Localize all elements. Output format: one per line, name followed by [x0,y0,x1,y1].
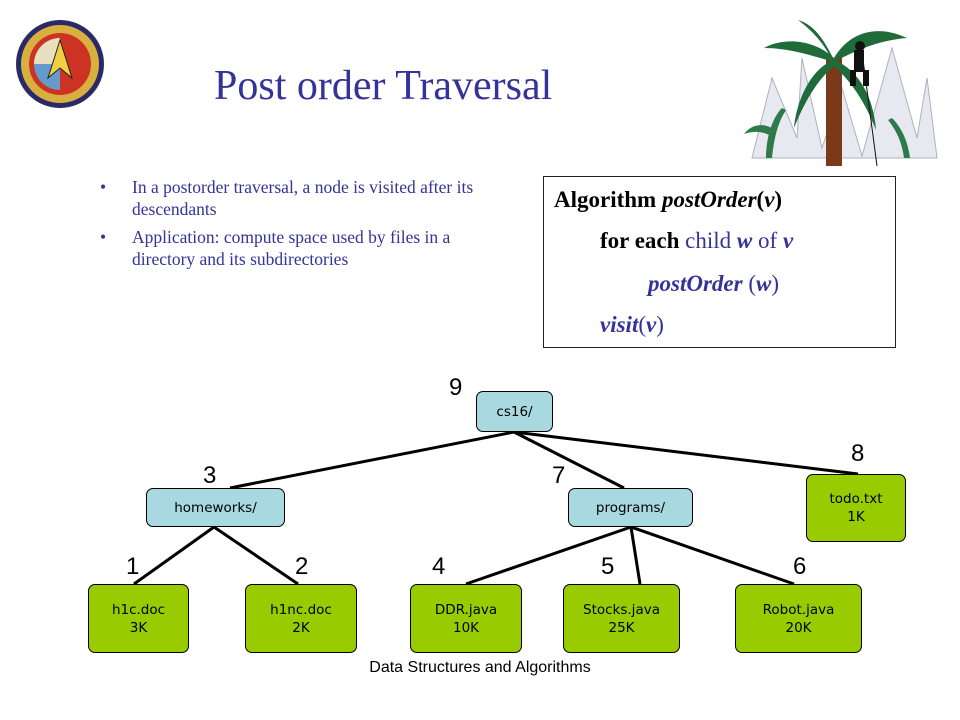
for-each-keyword: for each [600,228,680,253]
tree-edge-cs16-todo [513,430,859,476]
node-size: 2K [292,619,310,636]
node-name: h1nc.doc [270,601,332,618]
child-word: child [685,228,732,253]
bullet-text: In a postorder traversal, a node is visi… [132,177,474,219]
slide-footer: Data Structures and Algorithms [369,659,591,676]
palm-tree-illustration [744,20,938,166]
node-name: h1c.doc [111,601,166,618]
node-size: 25K [608,619,635,636]
node-size: 1K [847,509,865,525]
node-size: 3K [129,619,148,636]
tree-node-todo: todo.txt 1K [806,474,906,542]
of-word: of [758,228,778,253]
tree-node-cs16: cs16/ [476,391,553,432]
node-name: programs/ [595,499,666,516]
visit-order-homeworks: 3 [203,462,217,489]
function-arg: v [764,187,775,212]
bullet-text: Application: compute space used by files… [132,227,451,269]
bullet-item: • Application: compute space used by fil… [100,226,500,270]
for-each-line: for each child w of v [600,220,793,261]
tree-edge-cs16-homeworks [229,430,515,490]
loop-variable: w [736,228,753,253]
recursive-call-line: postOrder (w) [648,271,779,296]
tree-edge-cs16-programs [513,430,625,490]
node-size: 20K [785,619,812,636]
visit-order-robot: 6 [793,553,807,580]
tree-edge-homeworks-h1nc [213,525,299,586]
visit-order-stocks: 5 [601,553,615,580]
bullet-marker: • [100,227,107,247]
node-name: DDR.java [434,601,498,618]
loop-parent: v [782,228,794,253]
tree-edge-programs-stocks [629,526,642,585]
node-name: Robot.java [762,601,835,618]
slide-title: Post order Traversal [214,63,553,109]
recursive-arg: w [755,271,772,296]
recursive-call: postOrder [648,271,743,296]
node-name: homeworks/ [174,499,257,516]
visit-order-programs: 7 [552,462,566,489]
algorithm-box: Algorithm postOrder(v) for each child w … [543,176,896,348]
algorithm-keyword: Algorithm [554,187,657,212]
university-logo [16,20,104,108]
function-name: postOrder [661,187,757,212]
tree-node-programs: programs/ [568,488,693,527]
bullet-list: • In a postorder traversal, a node is vi… [100,176,500,276]
tree-node-homeworks: homeworks/ [146,488,285,527]
algorithm-header: Algorithm postOrder(v) [554,187,783,212]
tree-edge-programs-robot [630,525,795,586]
node-size: 10K [452,619,480,636]
tree-edge-homeworks-h1c [133,525,215,586]
visit-order-cs16: 9 [449,374,463,401]
visit-arg: v [646,312,657,337]
node-name: cs16/ [496,403,533,420]
bullet-item: • In a postorder traversal, a node is vi… [100,176,500,220]
visit-line: visit(v) [600,312,664,337]
node-name: Stocks.java [583,601,660,618]
visit-order-ddr: 4 [432,553,446,580]
visit-order-todo: 8 [851,440,865,467]
visit-order-h1nc: 2 [295,553,309,580]
bullet-marker: • [100,177,107,197]
visit-call: visit [600,312,639,337]
node-name: todo.txt [829,491,883,507]
tree-edge-programs-ddr [465,525,632,586]
visit-order-h1c: 1 [126,553,140,580]
